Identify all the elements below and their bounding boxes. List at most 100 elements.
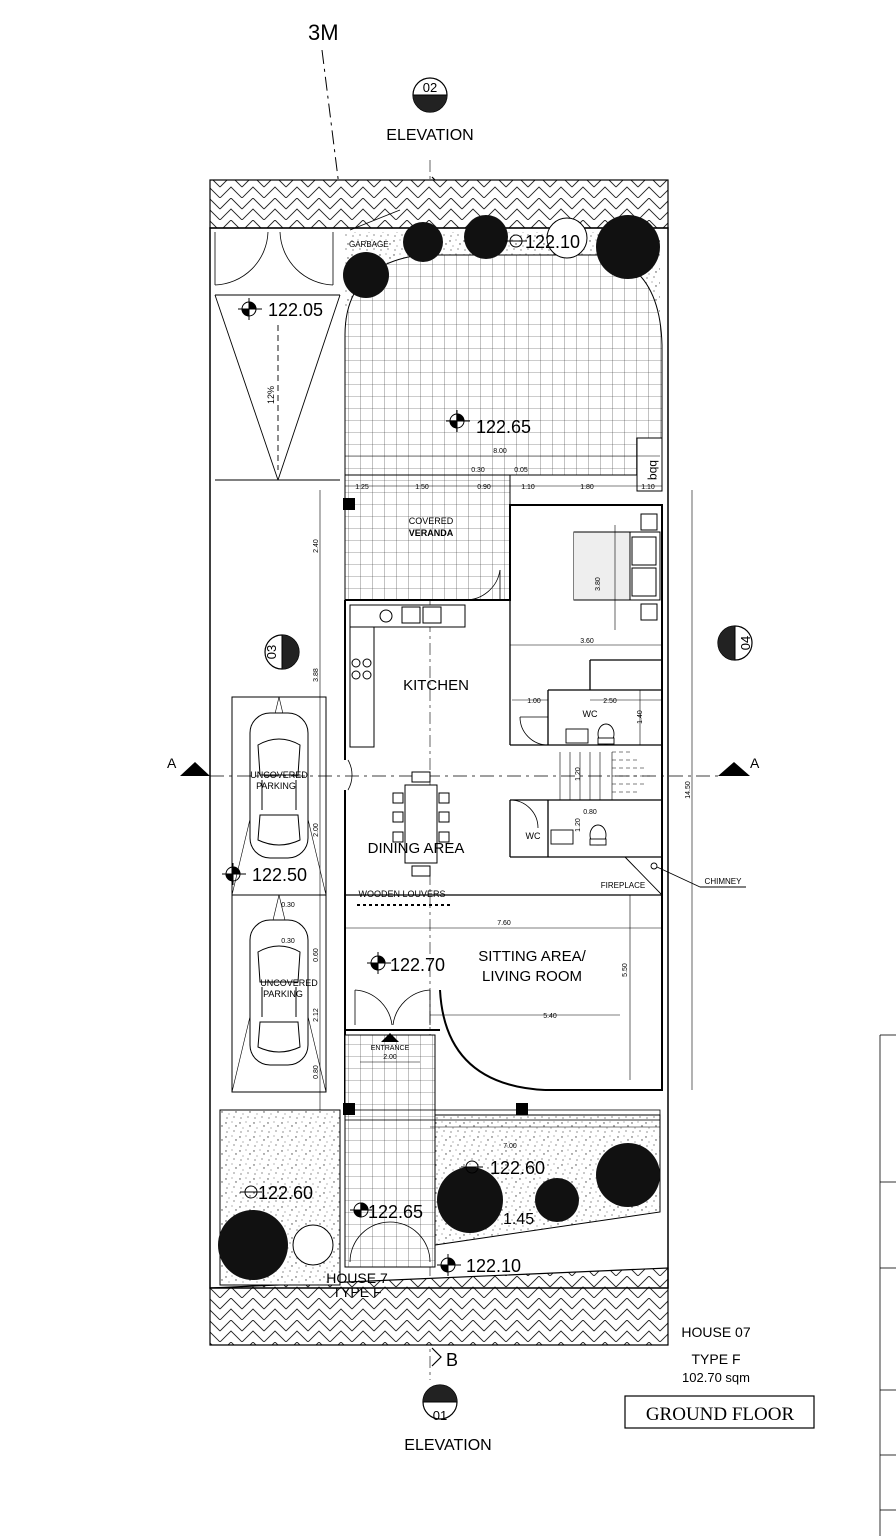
entrance-label: ENTRANCE xyxy=(371,1045,410,1052)
elevation-bottom-number: 01 xyxy=(433,1408,447,1423)
top-paving xyxy=(209,179,669,229)
bbq-unit xyxy=(636,437,663,492)
parking-2-label-b: PARKING xyxy=(263,989,303,999)
elevation-right-number: 04 xyxy=(738,636,753,650)
level-markers xyxy=(222,234,527,1276)
dim-0-30-a: 0.30 xyxy=(471,467,485,474)
dim-5-40: 5.40 xyxy=(543,1013,557,1020)
dim-1-20-a: 1.20 xyxy=(575,767,582,781)
section-a-right-label: A xyxy=(750,755,760,771)
floor-title-box xyxy=(624,1395,815,1429)
parking-1-label-b: PARKING xyxy=(256,781,296,791)
level-step: 1.45 xyxy=(503,1211,534,1228)
driveway-ramp xyxy=(214,294,341,481)
dim-1-50: 1.50 xyxy=(415,484,429,491)
interior-walls xyxy=(344,505,662,1030)
parking-gates xyxy=(214,209,401,286)
wc-label-1: WC xyxy=(583,709,598,719)
dim-7-60: 7.60 xyxy=(497,920,511,927)
column xyxy=(343,1103,355,1115)
bed-icon xyxy=(573,513,661,621)
section-b-bottom-label: B xyxy=(446,1350,458,1370)
dim-1-10-b: 1.10 xyxy=(641,484,655,491)
house-title: HOUSE 07 xyxy=(681,1324,750,1340)
car-icon xyxy=(249,919,309,1066)
elevation-top-number: 02 xyxy=(423,80,437,95)
bbq-label: bbq xyxy=(647,460,661,480)
sitting-label-2: LIVING ROOM xyxy=(482,968,582,985)
garbage-label: GARBAGE xyxy=(349,240,389,249)
dim-1-00: 1.00 xyxy=(527,698,541,705)
doors xyxy=(347,569,549,1026)
dim-2-00-a: 2.00 xyxy=(383,1054,397,1061)
dim-5-50: 5.50 xyxy=(622,963,629,977)
sitting-label-1: SITTING AREA/ xyxy=(478,948,586,965)
site-boundary xyxy=(209,227,669,1289)
level-parking-top: 122.05 xyxy=(268,300,323,320)
dim-0-30-c: 0.30 xyxy=(281,938,295,945)
north-label: 3M xyxy=(308,20,339,45)
dim-3-60: 3.60 xyxy=(580,638,594,645)
dim-2-12: 2.12 xyxy=(313,1008,320,1022)
house-area: 102.70 sqm xyxy=(682,1370,750,1385)
house-type: TYPE F xyxy=(691,1351,740,1367)
dim-2-00-b: 2.00 xyxy=(313,823,320,837)
level-living: 122.70 xyxy=(390,955,445,975)
level-parking-mid: 122.50 xyxy=(252,865,307,885)
dim-0-80-b: 0.80 xyxy=(313,1065,320,1079)
parking-1-label-a: UNCOVERED xyxy=(250,770,308,780)
level-street: 122.10 xyxy=(466,1256,521,1276)
car-icon xyxy=(249,712,309,859)
fireplace-label: FIREPLACE xyxy=(601,881,645,890)
entrance-path xyxy=(344,1034,436,1268)
veranda-label-2: VERANDA xyxy=(409,528,454,538)
rear-tiled-garden xyxy=(344,254,663,476)
level-entry-path: 122.65 xyxy=(368,1202,423,1222)
dim-2-50: 2.50 xyxy=(603,698,617,705)
level-left-garden: 122.60 xyxy=(258,1183,313,1203)
level-garden-top: 122.10 xyxy=(525,232,580,252)
dim-0-90: 0.90 xyxy=(477,484,491,491)
dim-3-80: 3.80 xyxy=(595,577,602,591)
fireplace-icon xyxy=(624,856,746,896)
parking-2-label-a: UNCOVERED xyxy=(260,978,318,988)
kitchen-counters xyxy=(349,604,466,748)
dim-1-80: 1.80 xyxy=(580,484,594,491)
veranda-label-1: COVERED xyxy=(409,516,454,526)
dim-0-30-b: 0.30 xyxy=(281,902,295,909)
kitchen-label: KITCHEN xyxy=(403,677,469,694)
column xyxy=(343,498,355,510)
dim-1-20-b: 1.20 xyxy=(575,818,582,832)
dim-0-05: 0.05 xyxy=(514,467,528,474)
dim-8-00: 8.00 xyxy=(493,448,507,455)
elevation-marker-right: 04 xyxy=(717,625,753,661)
front-gate xyxy=(349,1221,431,1263)
elevation-left-number: 03 xyxy=(264,645,279,659)
column xyxy=(516,1103,528,1115)
entrance-arrow xyxy=(381,1033,399,1042)
covered-veranda-floor xyxy=(344,474,511,601)
dim-3-88: 3.88 xyxy=(313,668,320,682)
elevation-marker-left: 03 xyxy=(264,634,300,670)
dim-1-10-a: 1.10 xyxy=(521,484,535,491)
dim-2-40: 2.40 xyxy=(313,539,320,553)
dim-0-80: 0.80 xyxy=(583,809,597,816)
wc-label-2: WC xyxy=(526,831,541,841)
section-a-left-label: A xyxy=(167,755,177,771)
floor-title: GROUND FLOOR xyxy=(646,1404,795,1425)
dining-table-icon xyxy=(392,771,450,877)
louvers-label: WOODEN LOUVERS xyxy=(358,889,445,899)
dim-14-50: 14.50 xyxy=(685,781,692,799)
dim-7-00: 7.00 xyxy=(503,1143,517,1150)
type-f-label: TYPE F xyxy=(332,1284,381,1300)
dim-0-60: 0.60 xyxy=(313,948,320,962)
dimension-lines xyxy=(319,455,693,1128)
tree-icon xyxy=(218,215,660,1280)
ramp-slope-label: 12% xyxy=(266,386,276,404)
section-marker-b-bottom: B xyxy=(431,1347,458,1370)
dim-1-40: 1.40 xyxy=(637,710,644,724)
house-7-label: HOUSE 7 xyxy=(326,1270,388,1286)
elevation-bottom-label: ELEVATION xyxy=(404,1437,491,1454)
staircase xyxy=(559,751,650,800)
